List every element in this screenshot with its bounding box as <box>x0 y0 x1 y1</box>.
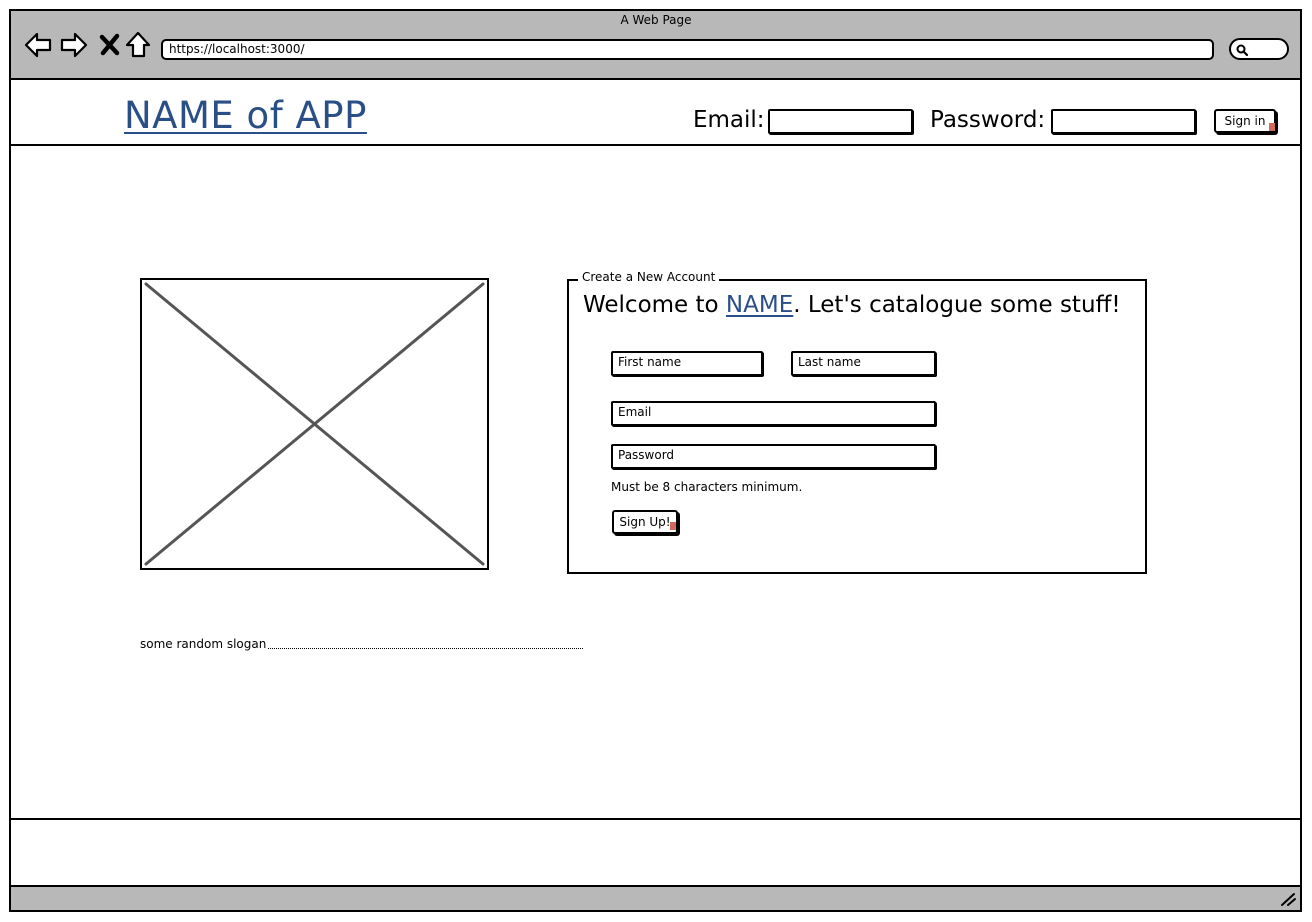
home-icon[interactable] <box>124 30 154 60</box>
image-placeholder <box>140 278 489 570</box>
welcome-heading: Welcome to NAME. Let's catalogue some st… <box>583 292 1121 318</box>
address-bar[interactable]: https://localhost:3000/ <box>161 39 1214 60</box>
window-title: A Web Page <box>620 13 692 27</box>
slogan-dotted-line <box>140 648 583 649</box>
header-email-input[interactable] <box>768 109 913 134</box>
search-icon <box>1236 44 1249 57</box>
email-label: Email: <box>693 107 765 133</box>
first-name-field[interactable]: First name <box>611 351 763 376</box>
cursor-icon <box>1269 123 1275 131</box>
stop-icon[interactable] <box>95 30 125 60</box>
welcome-name-link[interactable]: NAME <box>725 292 794 318</box>
sign-up-button[interactable]: Sign Up! <box>612 510 678 534</box>
forward-arrow-icon[interactable] <box>59 30 89 60</box>
last-name-field[interactable]: Last name <box>791 351 936 376</box>
welcome-prefix: Welcome to <box>583 292 726 318</box>
app-name-link[interactable]: NAME of APP <box>124 94 367 137</box>
slogan-text: some random slogan <box>140 637 269 651</box>
resize-grip-icon[interactable] <box>1279 892 1297 906</box>
cursor-icon <box>670 522 676 530</box>
browser-status-bar <box>11 885 1300 910</box>
sign-in-button[interactable]: Sign in <box>1214 109 1276 133</box>
signup-panel-legend: Create a New Account <box>578 270 720 284</box>
email-field[interactable]: Email <box>611 401 936 426</box>
header-password-input[interactable] <box>1051 109 1196 134</box>
back-arrow-icon[interactable] <box>23 30 53 60</box>
slogan-row: some random slogan <box>140 637 583 651</box>
image-placeholder-icon <box>144 282 485 566</box>
url-text: https://localhost:3000/ <box>169 42 305 56</box>
password-label: Password: <box>930 107 1046 133</box>
signup-panel <box>567 279 1147 574</box>
welcome-suffix: . Let's catalogue some stuff! <box>793 292 1121 318</box>
footer-divider <box>11 818 1300 820</box>
password-hint: Must be 8 characters minimum. <box>611 480 803 494</box>
browser-search-box[interactable] <box>1229 38 1289 60</box>
password-field[interactable]: Password <box>611 444 936 469</box>
